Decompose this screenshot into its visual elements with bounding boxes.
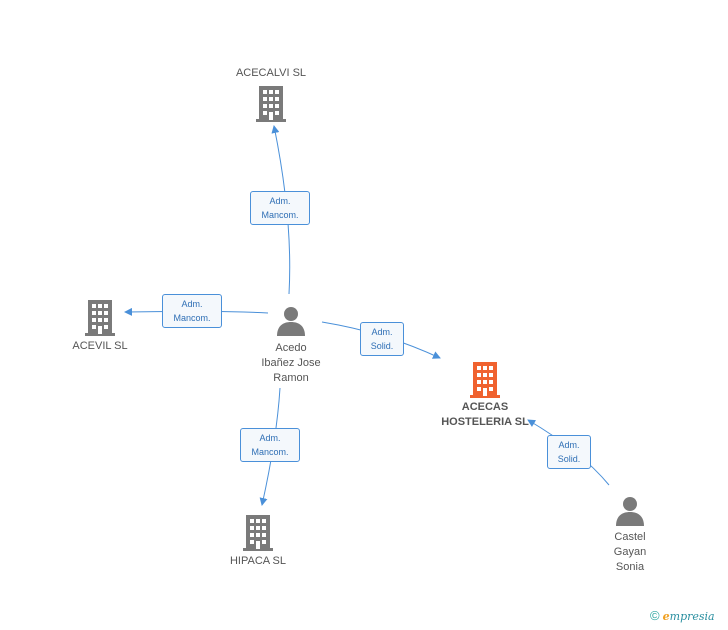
edge-label-acedo-acecalvi[interactable]: Adm. Mancom. [250, 191, 310, 225]
person-icon [277, 307, 305, 336]
node-acecalvi[interactable]: ACECALVI SL [226, 66, 316, 122]
copyright-icon: © [650, 608, 660, 623]
node-acedo[interactable]: Acedo Ibañez Jose Ramon [245, 306, 337, 386]
node-label: ACECALVI SL [235, 67, 307, 79]
building-icon [85, 300, 115, 336]
brand-footer: © empresia [650, 608, 715, 623]
node-acevil[interactable]: ACEVIL SL [55, 300, 145, 354]
edge-label-castel-acecas[interactable]: Adm. Solid. [547, 435, 591, 469]
building-icon [470, 362, 500, 398]
building-icon [243, 515, 273, 551]
edge-label-acedo-acecas[interactable]: Adm. Solid. [360, 322, 404, 356]
building-icon [256, 86, 286, 122]
node-hipaca[interactable]: HIPACA SL [213, 515, 303, 569]
person-icon [616, 497, 644, 526]
node-label: Castel Gayan Sonia [613, 531, 647, 573]
brand-logo: empresia [662, 610, 715, 623]
node-label: Acedo Ibañez Jose Ramon [261, 342, 321, 384]
node-label: ACECAS HOSTELERIA SL [441, 401, 529, 428]
node-label: HIPACA SL [229, 555, 287, 567]
edge-label-acedo-hipaca[interactable]: Adm. Mancom. [240, 428, 300, 462]
node-castel[interactable]: Castel Gayan Sonia [594, 496, 666, 575]
node-label: ACEVIL SL [72, 340, 128, 352]
node-acecas[interactable]: ACECAS HOSTELERIA SL [430, 362, 540, 430]
edge-label-acedo-acevil[interactable]: Adm. Mancom. [162, 294, 222, 328]
